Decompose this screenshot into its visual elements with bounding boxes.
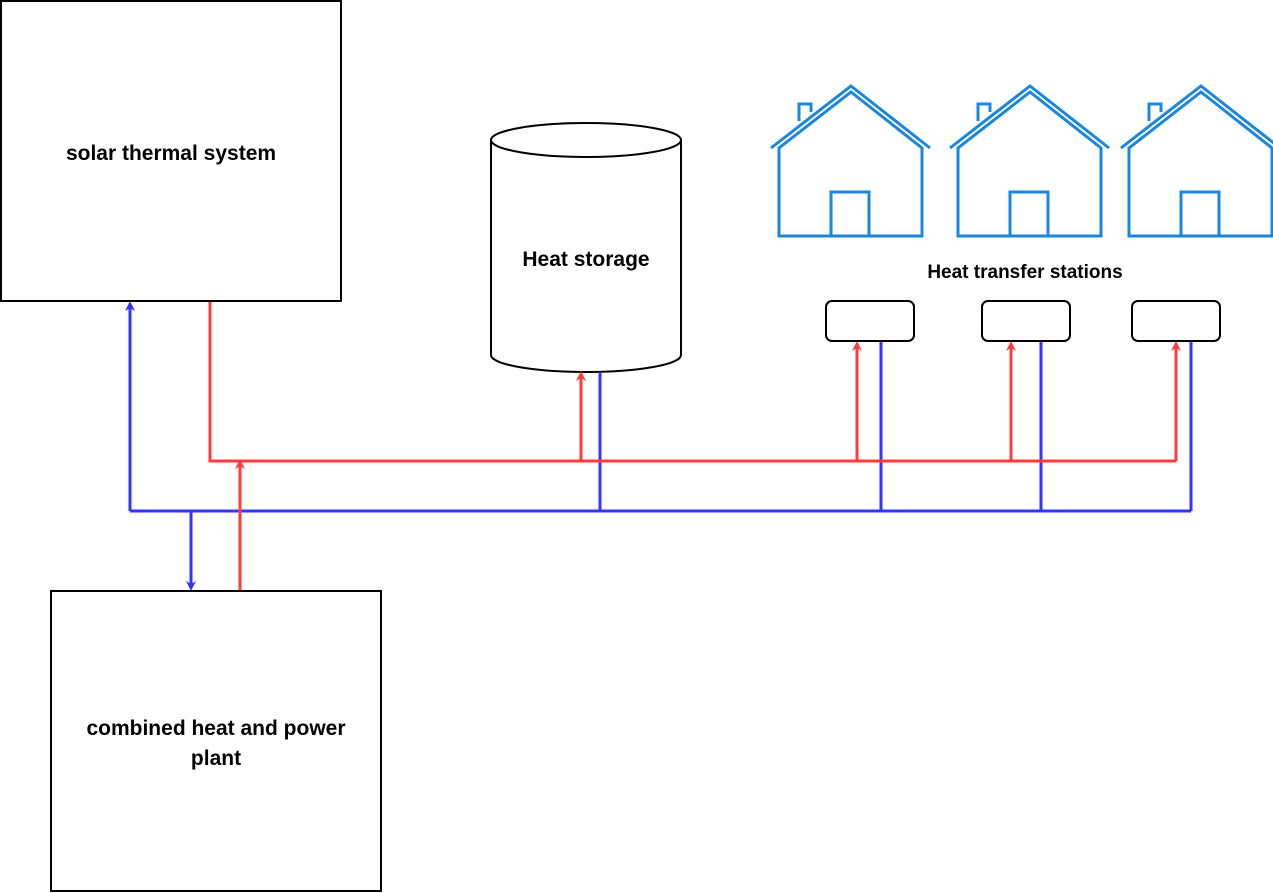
transfer-station-1: [825, 300, 915, 342]
heat-transfer-stations-label: Heat transfer stations: [927, 262, 1122, 283]
chp-label-line-1: combined heat and power: [86, 717, 345, 740]
chp-label-line-2: plant: [191, 747, 241, 770]
heat-storage-label: Heat storage: [522, 248, 649, 271]
transfer-station-3: [1131, 300, 1221, 342]
supply-network: [208, 302, 1181, 591]
house-icon: [770, 84, 931, 238]
heat-storage-top: [490, 122, 682, 158]
chp-plant-box: [50, 590, 382, 892]
solar-thermal-label: solar thermal system: [66, 142, 276, 165]
houses: [770, 84, 1273, 238]
heat-storage-cylinder: [490, 139, 682, 373]
house-icon: [1120, 84, 1273, 238]
supply-main-line: [208, 302, 1176, 463]
heat-transfer-stations: [825, 300, 1221, 342]
return-network: [125, 301, 1193, 591]
transfer-station-2: [981, 300, 1071, 342]
heat-storage: Heat storage: [490, 122, 682, 373]
house-icon: [949, 84, 1110, 238]
solar-thermal-box: [0, 0, 342, 302]
chp-plant: combined heat and power plant: [50, 590, 382, 892]
solar-thermal-system: solar thermal system: [0, 0, 342, 302]
